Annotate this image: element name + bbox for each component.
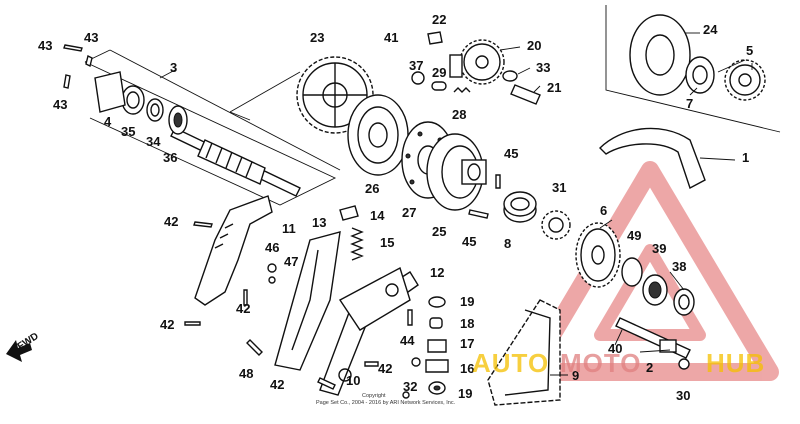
callout-3: 3 xyxy=(170,60,177,75)
arm-13 xyxy=(274,231,341,371)
callout-30: 30 xyxy=(676,388,690,403)
shaft-2 xyxy=(615,317,691,370)
callout-19-lower: 19 xyxy=(458,386,472,401)
callout-8: 8 xyxy=(504,236,511,251)
copyright-line-1: Copyright xyxy=(362,393,386,399)
spring-14-15 xyxy=(339,205,364,261)
callout-45-b: 45 xyxy=(462,234,476,249)
callout-42-e: 42 xyxy=(378,361,392,376)
watermark-word-moto: MOTO xyxy=(560,348,642,378)
callout-18: 18 xyxy=(460,316,474,331)
callout-12: 12 xyxy=(430,265,444,280)
callout-34: 34 xyxy=(146,134,161,149)
callout-28: 28 xyxy=(452,107,466,122)
watermark-word-auto: AUTO xyxy=(472,348,549,378)
callout-47: 47 xyxy=(284,254,298,269)
callout-33: 33 xyxy=(536,60,550,75)
hub-26 xyxy=(347,94,409,176)
gear-6 xyxy=(575,222,621,288)
chain-9 xyxy=(487,299,561,406)
callout-7: 7 xyxy=(686,96,693,111)
callout-38: 38 xyxy=(672,259,686,274)
callout-2: 2 xyxy=(646,360,653,375)
guide-11 xyxy=(194,195,273,306)
leader-lines xyxy=(159,32,753,376)
callout-15: 15 xyxy=(380,235,394,250)
callout-25: 25 xyxy=(432,224,446,239)
callout-17: 17 xyxy=(460,336,474,351)
small-parts-22-37-29-28 xyxy=(411,31,471,93)
callout-48: 48 xyxy=(239,366,253,381)
callout-31: 31 xyxy=(552,180,566,195)
callout-labels: 1 2 3 4 5 6 7 8 9 10 11 12 13 14 15 16 1… xyxy=(38,12,753,403)
lever-12 xyxy=(319,266,419,396)
callout-43-a: 43 xyxy=(38,38,52,53)
callout-42-a: 42 xyxy=(164,214,178,229)
drum-25 xyxy=(426,133,487,211)
countershaft-assembly xyxy=(84,49,341,206)
callout-13: 13 xyxy=(312,215,326,230)
fwd-indicator: FWD xyxy=(6,331,41,362)
callout-42-c: 42 xyxy=(160,317,174,332)
callout-46: 46 xyxy=(265,240,279,255)
small-parts-16-19 xyxy=(402,296,449,399)
callout-27: 27 xyxy=(402,205,416,220)
callout-43-b: 43 xyxy=(84,30,98,45)
callout-43-c: 43 xyxy=(53,97,67,112)
callout-1: 1 xyxy=(742,150,749,165)
bolts xyxy=(63,44,501,390)
callout-42-d: 42 xyxy=(270,377,284,392)
callout-44: 44 xyxy=(400,333,415,348)
watermark-word-hub: HUB xyxy=(706,348,765,378)
callout-9: 9 xyxy=(572,368,579,383)
copyright-notice: Copyright Page Set Co., 2004 - 2016 by A… xyxy=(316,393,456,406)
callout-29: 29 xyxy=(432,65,446,80)
callout-16: 16 xyxy=(460,361,474,376)
washer-33-pin-21 xyxy=(502,70,541,105)
callout-37: 37 xyxy=(409,58,423,73)
callout-40: 40 xyxy=(608,341,622,356)
callout-49: 49 xyxy=(627,228,641,243)
bracket-1 xyxy=(599,127,706,190)
callout-32: 32 xyxy=(403,379,417,394)
callout-19-upper: 19 xyxy=(460,294,474,309)
callout-5: 5 xyxy=(746,43,753,58)
spring-8-ring-31 xyxy=(503,191,571,240)
callout-23: 23 xyxy=(310,30,324,45)
callout-41: 41 xyxy=(384,30,398,45)
callout-36: 36 xyxy=(163,150,177,165)
fwd-arrow-icon xyxy=(6,340,32,362)
callout-45-a: 45 xyxy=(504,146,518,161)
callout-14: 14 xyxy=(370,208,385,223)
callout-20: 20 xyxy=(527,38,541,53)
callout-11: 11 xyxy=(282,221,296,236)
callout-6: 6 xyxy=(600,203,607,218)
callout-39: 39 xyxy=(652,241,666,256)
bearings-49-39-38 xyxy=(621,257,695,316)
callout-42-b: 42 xyxy=(236,301,250,316)
callout-24: 24 xyxy=(703,22,718,37)
cover-24-assembly xyxy=(605,5,781,133)
callout-21: 21 xyxy=(547,80,561,95)
watermark-text: AUTO MOTO HUB xyxy=(472,348,765,378)
callout-26: 26 xyxy=(365,181,379,196)
copyright-line-2: Page Set Co., 2004 - 2016 by ARI Network… xyxy=(316,400,456,406)
callout-10: 10 xyxy=(346,373,360,388)
callout-22: 22 xyxy=(432,12,446,27)
callout-35: 35 xyxy=(121,124,135,139)
gear-20 xyxy=(449,39,505,85)
callout-4: 4 xyxy=(104,114,112,129)
